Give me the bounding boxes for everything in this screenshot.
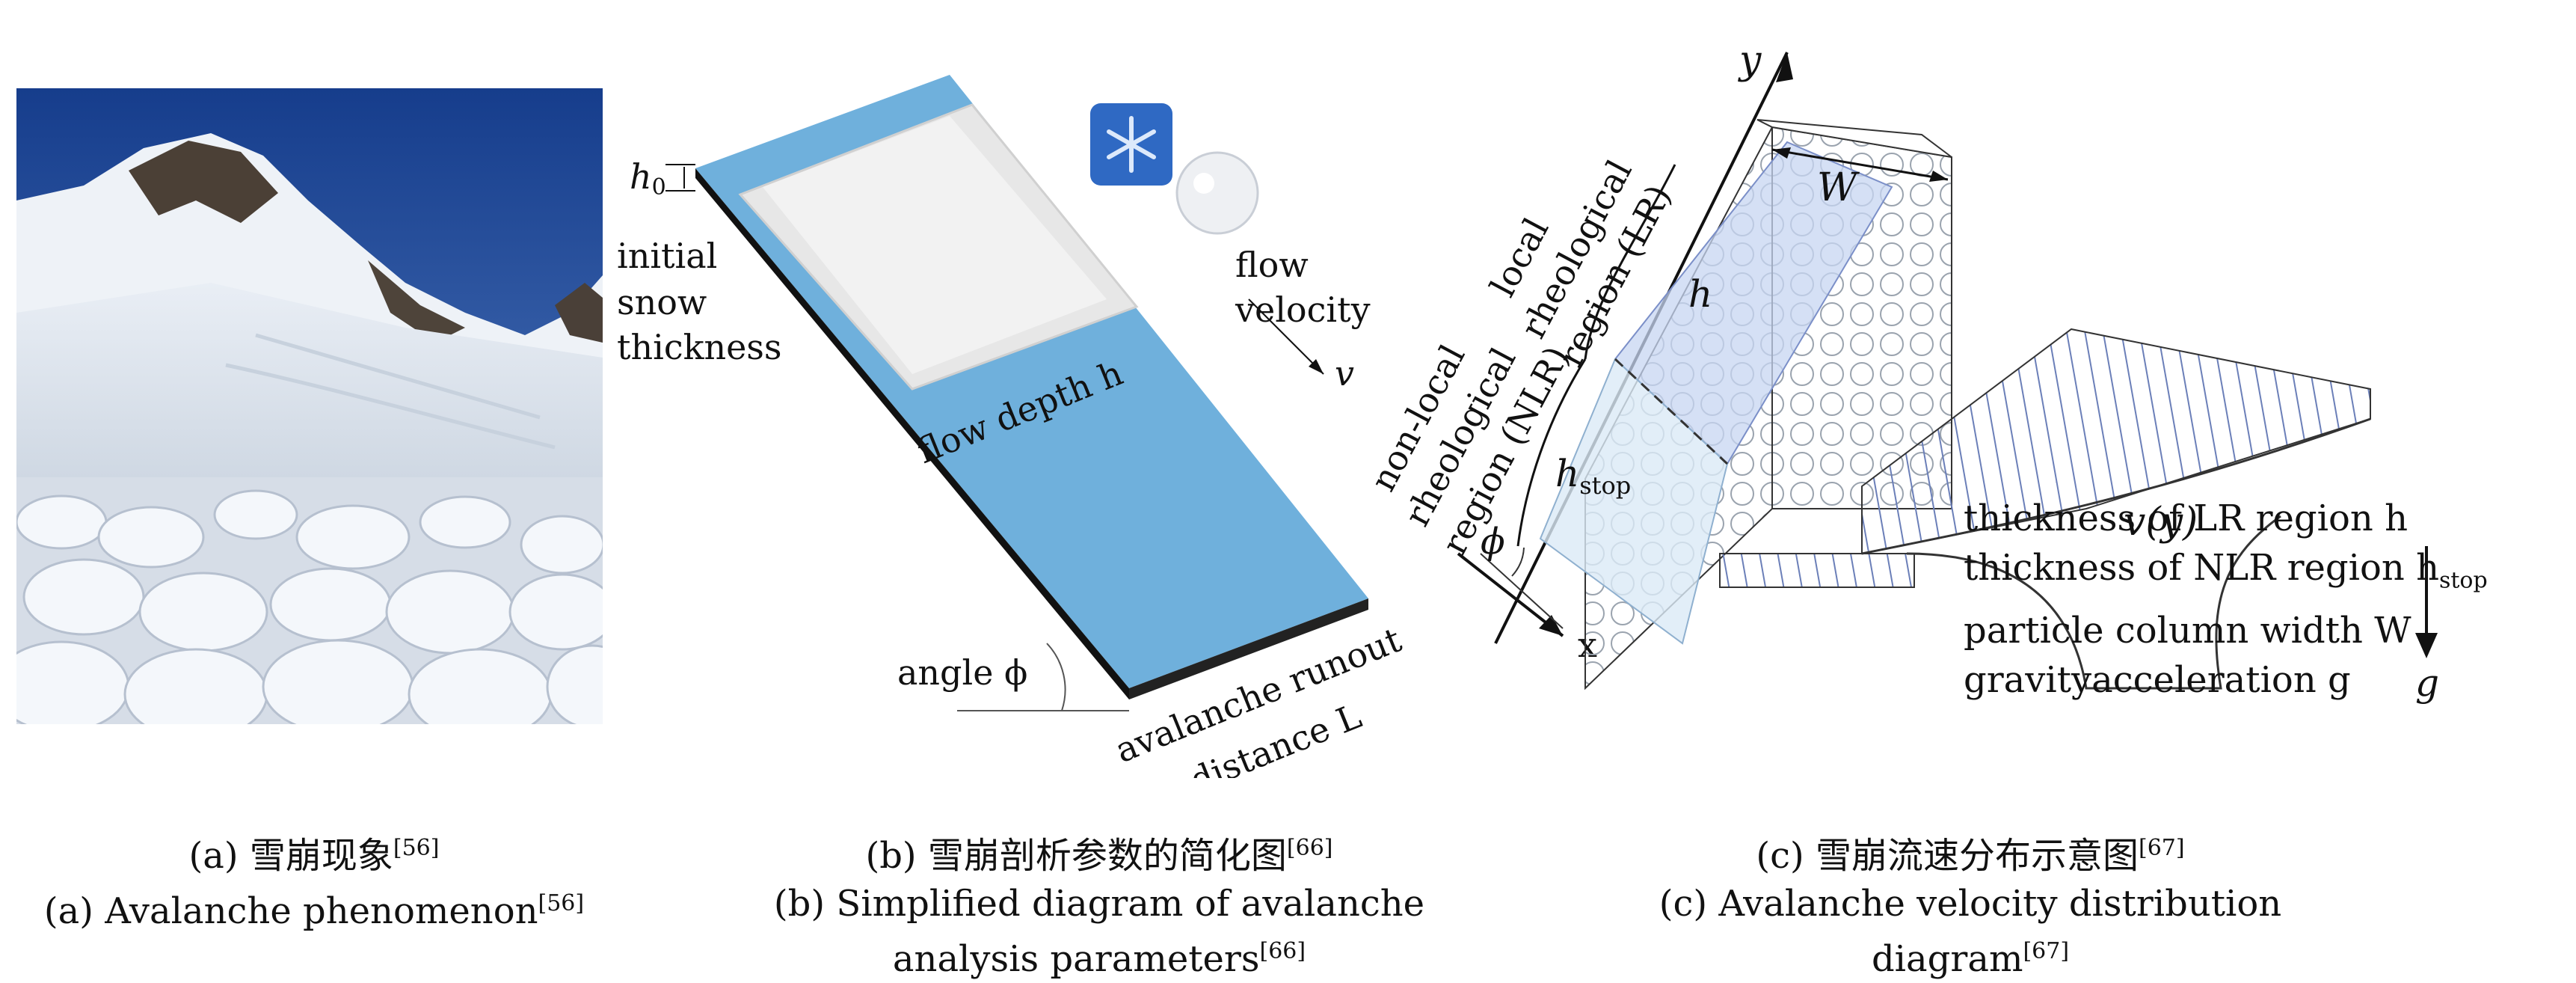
y-axis-label: y — [1738, 38, 1762, 83]
snow-label: snow — [617, 282, 707, 322]
slope-surface — [695, 75, 1368, 688]
snowball-icon — [1175, 151, 1259, 235]
vy-label: v(y) — [2124, 500, 2198, 545]
h0-label: h0 — [630, 156, 666, 200]
nlr-brace — [1516, 358, 1587, 547]
caption-c-cn: (c) 雪崩流速分布示意图[67] — [1756, 835, 2185, 877]
lr-brace — [1584, 164, 1676, 360]
velocity-base-hatch — [1719, 553, 1915, 588]
slope-edge — [695, 168, 1129, 699]
flow-label: flow — [1235, 245, 1309, 285]
velocity-symbol: v — [1335, 353, 1354, 393]
slope-diagram: h0 initial snow thickness flow depth h f… — [617, 75, 1407, 800]
caption-b-en-1: (b) Simplified diagram of avalanche — [773, 883, 1425, 925]
avalanche-photo — [0, 88, 639, 741]
caption-b-en-2: analysis parameters[66] — [892, 938, 1306, 980]
phi-label: ϕ — [1481, 521, 1505, 563]
angle-label: angle ϕ — [897, 652, 1027, 693]
W-label: W — [1817, 165, 1860, 210]
hstop-label: hstop — [1555, 452, 1631, 500]
panel-a-photo — [0, 88, 639, 741]
caption-a: (a) 雪崩现象[56] (a) Avalanche phenomenon[56… — [0, 824, 628, 935]
caption-c-en-1: (c) Avalanche velocity distribution — [1659, 883, 2282, 925]
g-label: g — [2415, 661, 2439, 705]
caption-c-en-2: diagram[67] — [1871, 938, 2070, 980]
thickness-label: thickness — [617, 327, 782, 367]
snowflake-icon — [1090, 103, 1172, 186]
caption-b: (b) 雪崩剖析参数的简化图[66] (b) Simplified diagra… — [703, 824, 1496, 983]
initial-label: initial — [617, 236, 717, 276]
caption-c: (c) 雪崩流速分布示意图[67] (c) Avalanche velocity… — [1585, 824, 2355, 983]
velocity-diagram: y x W h hstop v(y) ϕ g — [1362, 38, 2439, 705]
panel-c-legend: thickness of LR region h thickness of NL… — [1964, 494, 2488, 705]
h-label: h — [1688, 272, 1712, 316]
caption-a-cn: (a) 雪崩现象[56] — [188, 835, 440, 877]
legend-item-lr: thickness of LR region h — [1964, 497, 2408, 539]
legend-item-nlr: thickness of NLR region hstop — [1964, 547, 2488, 594]
panel-c-velocity-diagram: y x W h hstop v(y) ϕ g — [1338, 30, 2572, 741]
legend-item-width: particle column width W — [1964, 609, 2411, 652]
velocity-label: velocity — [1235, 290, 1371, 330]
panel-b-slope-diagram: h0 initial snow thickness flow depth h f… — [583, 60, 1451, 800]
caption-a-en: (a) Avalanche phenomenon[56] — [43, 890, 585, 932]
legend-item-gravity: gravityacceleration g — [1964, 658, 2351, 701]
caption-b-cn: (b) 雪崩剖析参数的简化图[66] — [865, 835, 1333, 877]
